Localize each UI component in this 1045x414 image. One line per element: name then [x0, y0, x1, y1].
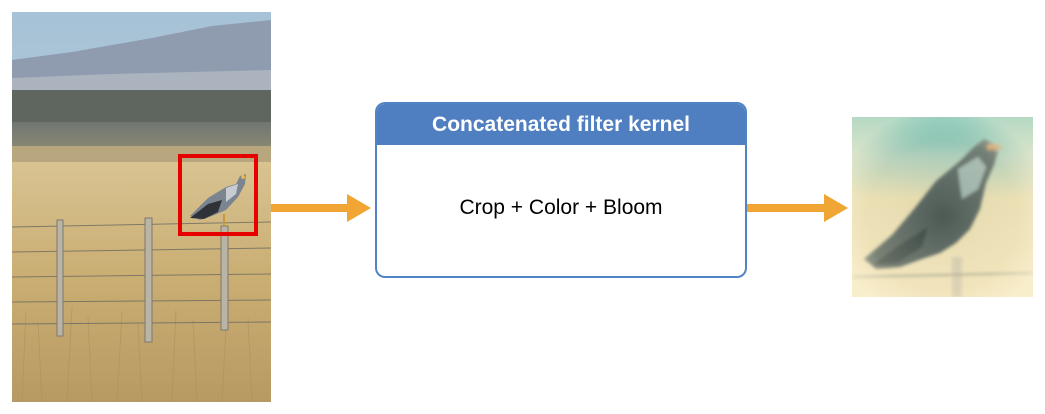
- kernel-title: Concatenated filter kernel: [377, 104, 745, 145]
- arrow-right-icon: [747, 194, 848, 222]
- arrow-right-icon: [271, 194, 371, 222]
- crop-selection-box: [178, 154, 258, 236]
- filter-kernel-box: Concatenated filter kernel Crop + Color …: [375, 102, 747, 278]
- output-photo: [852, 117, 1033, 297]
- kernel-operations-container: Crop + Color + Bloom: [377, 145, 745, 276]
- source-photo: [12, 12, 271, 402]
- kernel-operations: Crop + Color + Bloom: [459, 195, 663, 219]
